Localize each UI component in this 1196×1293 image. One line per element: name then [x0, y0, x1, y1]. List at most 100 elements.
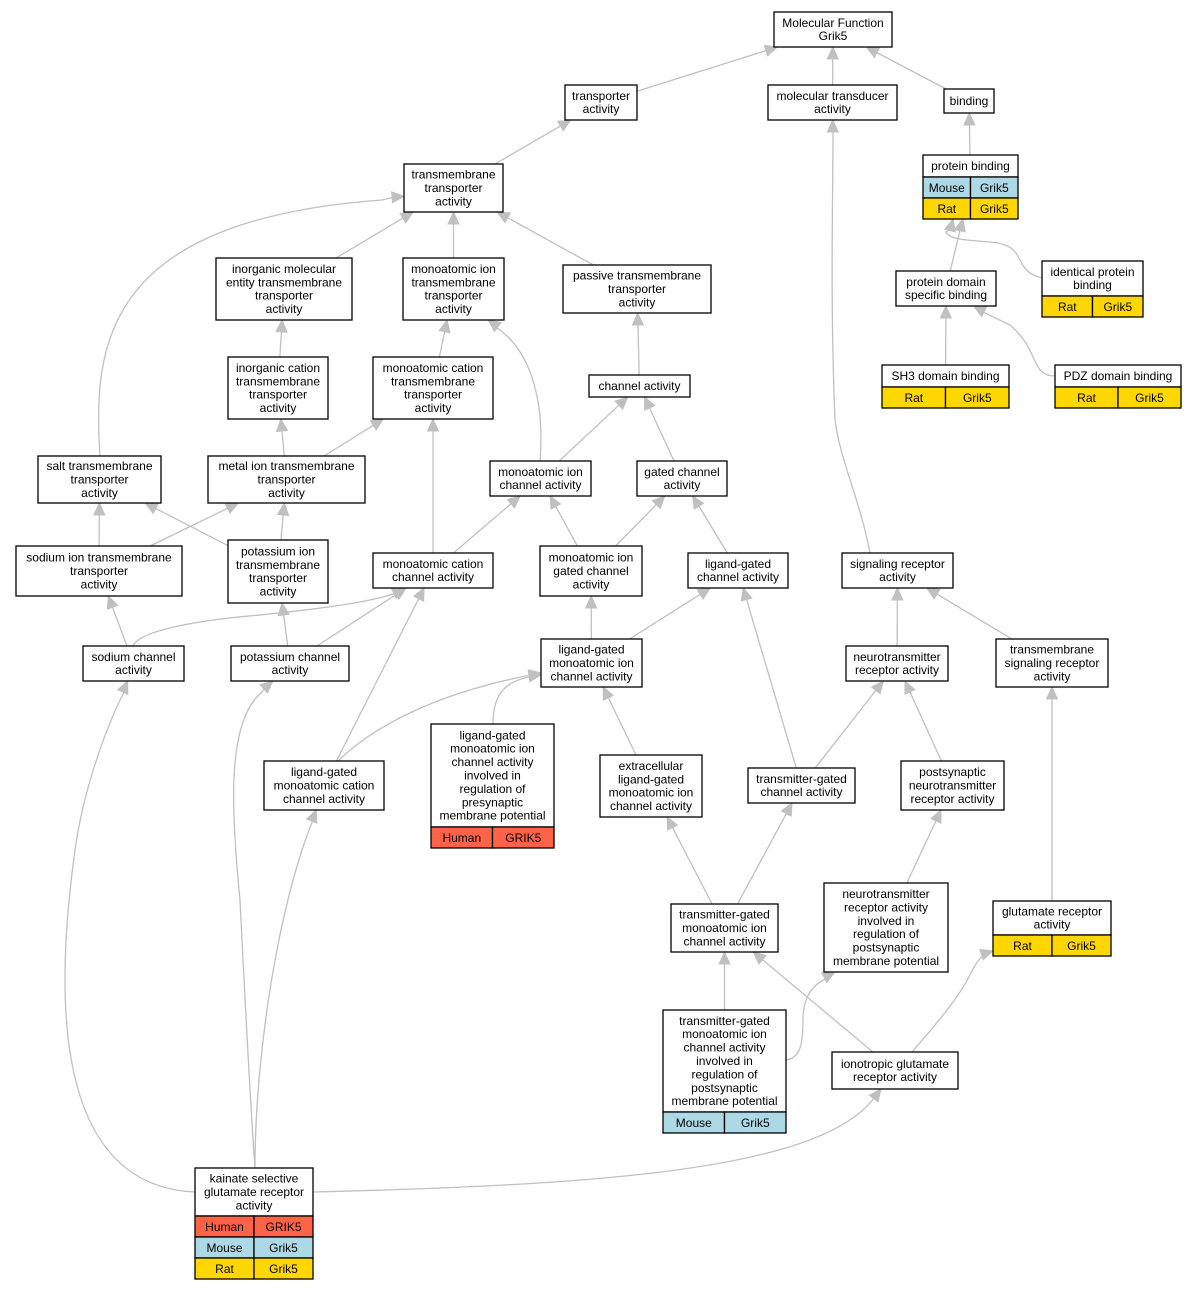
go-term-box — [662, 1009, 787, 1113]
go-term-label: activity — [664, 478, 701, 492]
edge-passive-to-tmtrans-line — [505, 216, 594, 266]
go-term-label: binding — [950, 94, 989, 108]
go-term-box — [588, 374, 691, 398]
go-term-node[interactable]: sodium ion transmembranetransporteractiv… — [15, 545, 183, 597]
go-term-label: ligand-gated — [459, 728, 525, 742]
go-term-label: channel activity — [697, 570, 779, 584]
edge-monionch-to-channel-line — [558, 403, 621, 462]
species-label: Rat — [215, 1262, 234, 1276]
go-term-box — [841, 552, 954, 589]
edge-potassch-to-moncatch-arrowhead — [392, 587, 408, 601]
edge-monionch-to-moniontm-arrowhead — [487, 319, 502, 333]
go-term-label: involved in — [858, 914, 915, 928]
edge-kainate-to-ligmoncat-arrowhead — [305, 808, 318, 824]
gene-label: GRIK5 — [265, 1220, 301, 1234]
go-term-node[interactable]: channel activity — [588, 374, 691, 398]
go-term-label: transporter — [424, 181, 482, 195]
go-term-label: monoatomic ion — [498, 465, 583, 479]
go-term-box — [15, 545, 183, 597]
edge-transmonion-to-extracell-line — [671, 825, 713, 905]
go-term-box — [599, 754, 703, 818]
go-term-node[interactable]: binding — [943, 88, 995, 114]
edge-tmtrans-to-transporter — [494, 119, 572, 165]
go-term-label: transmembrane — [411, 168, 495, 182]
edge-ionotropic-to-transmonion-arrowhead — [752, 951, 767, 965]
go-term-node[interactable]: monoatomic iontransmembranetransporterac… — [402, 257, 505, 321]
edge-domain-to-protbind-arrowhead — [953, 217, 966, 233]
go-term-label: glutamate receptor — [1002, 904, 1102, 918]
go-term-box — [636, 460, 728, 497]
go-term-label: glutamate receptor — [204, 1185, 304, 1199]
go-term-label: regulation of — [691, 1067, 758, 1081]
go-term-box — [194, 1167, 314, 1217]
go-term-label: transmembrane — [1010, 643, 1094, 657]
go-term-label: monoatomic ion — [411, 262, 496, 276]
edge-transmonion-to-transgated-arrowhead — [780, 801, 793, 818]
go-term-label: receptor activity — [844, 900, 928, 914]
edge-potassch-to-potasstm-arrowhead — [277, 601, 290, 617]
go-term-label: activity — [435, 302, 472, 316]
gene-label: Grik5 — [269, 1241, 298, 1255]
go-term-label: receptor activity — [855, 663, 939, 677]
go-term-node[interactable]: metal ion transmembranetransporteractivi… — [207, 455, 366, 504]
edge-inorgmol-to-tmtrans-line — [335, 216, 405, 259]
go-term-label: activity — [260, 585, 297, 599]
go-term-label: channel activity — [683, 934, 765, 948]
edge-moncattm-to-moniontm-arrowhead — [438, 318, 451, 334]
go-term-node[interactable]: inorganic cationtransmembranetransporter… — [227, 356, 329, 420]
go-term-label: postsynaptic — [853, 941, 920, 955]
go-term-label: passive transmembrane — [573, 269, 701, 283]
edge-monion_gated-to-monionch-line — [554, 504, 578, 547]
go-term-node[interactable]: potassium iontransmembranetransporteract… — [227, 539, 329, 604]
edge-transmonion-to-transgated — [736, 801, 793, 905]
edge-potassch-to-potasstm — [277, 601, 290, 647]
go-term-label: activity — [1034, 918, 1071, 932]
go-term-box — [900, 760, 1005, 811]
species-label: Rat — [937, 202, 956, 216]
go-term-label: transporter — [404, 388, 462, 402]
edge-channel-to-passive — [631, 311, 645, 376]
edge-binding-to-mf-line — [874, 51, 947, 90]
go-term-label: presynaptic — [462, 795, 523, 809]
go-term-node[interactable]: monoatomic cationtransmembranetransporte… — [372, 356, 494, 420]
go-term-label: ligand-gated — [705, 557, 771, 571]
go-term-label: protein domain — [906, 275, 985, 289]
